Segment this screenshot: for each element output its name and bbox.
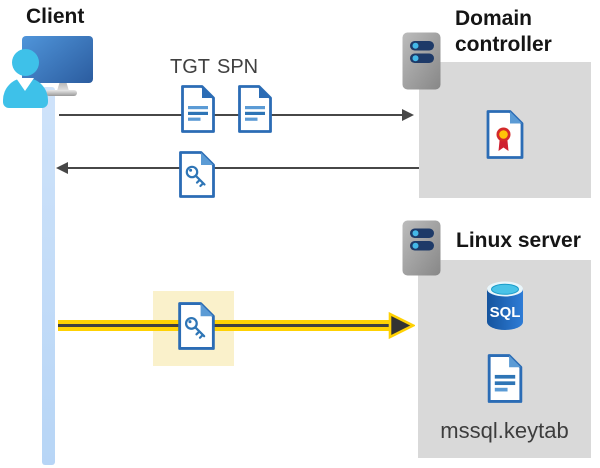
tgt-label: TGT [170, 56, 210, 78]
key-ticket-highlighted-icon [178, 302, 215, 350]
monitor-stand-icon [57, 83, 69, 91]
user-collar-icon [16, 78, 34, 91]
key-ticket-icon [179, 151, 215, 198]
sql-cylinder-label: SQL [490, 304, 521, 321]
sql-connection-arrow-head-icon [388, 312, 415, 339]
certificate-icon [486, 110, 524, 159]
linux-server-icon [402, 220, 441, 276]
spn-label: SPN [217, 56, 259, 78]
response-arrow-head-icon [56, 162, 68, 174]
domain-controller-label: Domain controller [455, 7, 552, 56]
keytab-file-icon [487, 354, 523, 403]
request-arrow-head-icon [402, 109, 414, 121]
user-head-icon [12, 49, 39, 76]
monitor-base-icon [46, 90, 77, 96]
linux-server-label: Linux server [456, 229, 581, 252]
client-timeline [42, 87, 55, 465]
sql-database-icon: SQL [487, 281, 523, 330]
sql-connection-arrow-core [58, 324, 390, 327]
tgt-document-icon [181, 85, 215, 133]
response-arrow-line [67, 167, 419, 169]
client-label: Client [26, 5, 85, 28]
request-arrow-line [59, 114, 403, 116]
domain-controller-server-icon [402, 32, 441, 90]
keytab-file-label: mssql.keytab [440, 418, 569, 443]
spn-document-icon [238, 85, 272, 133]
